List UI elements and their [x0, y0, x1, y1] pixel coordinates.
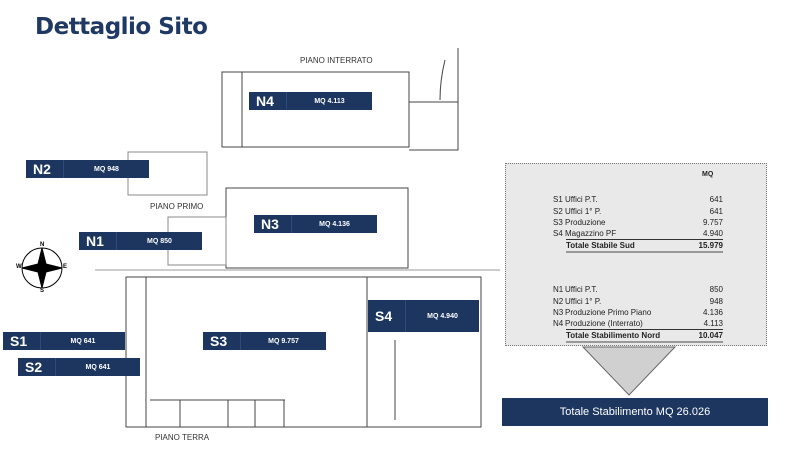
compass-icon — [21, 247, 63, 289]
compass-e: E — [63, 264, 68, 270]
table-row: N4 Produzione (Interrato)4.113 — [553, 319, 723, 328]
page-title: Dettaglio Sito — [35, 14, 208, 40]
compass-w: W — [16, 264, 22, 270]
compass-n: N — [40, 242, 45, 248]
column-header-mq: MQ — [702, 171, 714, 178]
floor-label-terra: PIANO TERRA — [155, 433, 210, 442]
floor-label-primo: PIANO PRIMO — [150, 202, 204, 211]
compass-s: S — [40, 288, 45, 294]
floor-label-interrato: PIANO INTERRATO — [300, 56, 373, 65]
arrow-down-icon — [581, 346, 677, 396]
grand-total-banner: Totale Stabilimento MQ 26.026 — [502, 398, 768, 426]
